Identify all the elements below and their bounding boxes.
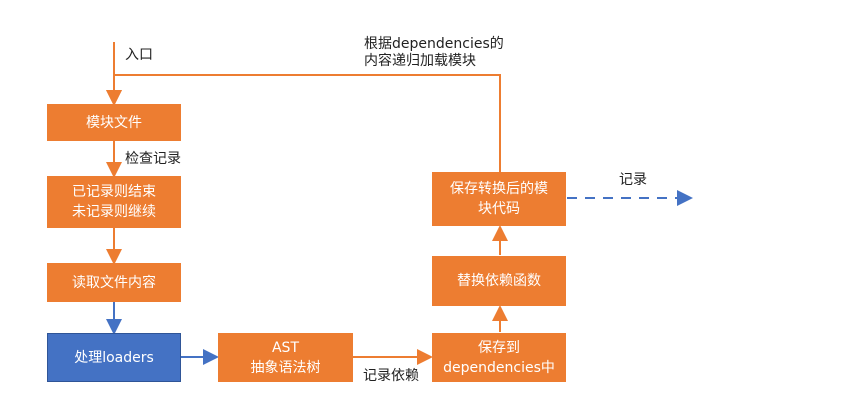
read-file-content-node: 读取文件内容	[47, 263, 181, 302]
record-label: 记录	[619, 172, 647, 188]
recursive-load-label: 根据dependencies的 内容递归加载模块	[364, 36, 504, 69]
record-dependency-label: 记录依赖	[363, 368, 419, 384]
module-file-node: 模块文件	[47, 104, 181, 141]
process-loaders-node: 处理loaders	[47, 333, 181, 382]
record-check-node: 已记录则结束 未记录则继续	[47, 176, 181, 228]
entry-label: 入口	[125, 47, 153, 63]
replace-dependency-function-node: 替换依赖函数	[432, 256, 566, 306]
save-dependencies-node: 保存到 dependencies中	[432, 333, 566, 382]
ast-node: AST 抽象语法树	[218, 333, 353, 382]
recursive-load-loop-arrow	[106, 74, 501, 172]
check-record-label: 检查记录	[125, 151, 181, 167]
save-converted-module-code-node: 保存转换后的模 块代码	[432, 172, 566, 226]
